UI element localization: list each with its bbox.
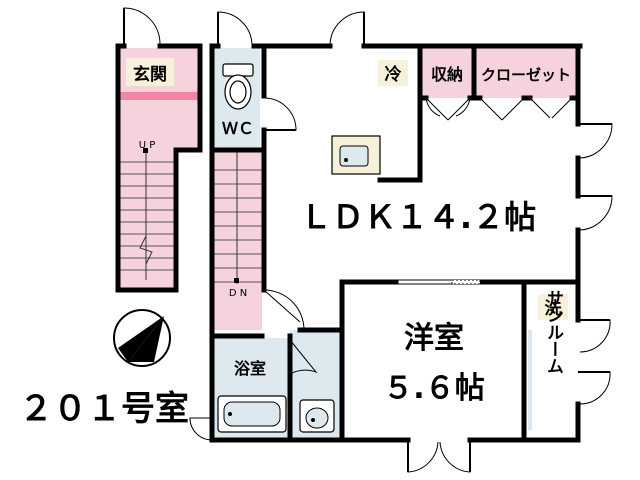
kitchen-counter bbox=[331, 135, 381, 175]
unit-name: ２０１号室 bbox=[19, 389, 189, 429]
storage-label: 収納 bbox=[431, 65, 463, 84]
fridge-label: 冷 bbox=[385, 64, 402, 85]
stair-down-label: D N bbox=[229, 288, 247, 299]
western-room-name: 洋室 bbox=[404, 321, 464, 356]
ldk-label: ＬＤＫ１４.２帖 bbox=[300, 198, 536, 236]
washer-label: 洗 bbox=[545, 298, 562, 319]
wash-basin bbox=[299, 399, 335, 433]
closet-floor bbox=[474, 48, 578, 98]
closet-label: クローゼット bbox=[481, 66, 571, 84]
stair-up-label: U P bbox=[139, 140, 156, 151]
toilet-fixture bbox=[222, 63, 254, 110]
sunroom-label: サンルーム bbox=[543, 290, 564, 375]
western-room-size: ５.６帖 bbox=[383, 371, 484, 406]
compass-icon bbox=[113, 309, 171, 367]
doors bbox=[189, 11, 613, 473]
entrance-label: 玄関 bbox=[133, 64, 167, 85]
stair-hall: 玄関 U P bbox=[115, 7, 203, 293]
entrance-step bbox=[118, 92, 198, 100]
toilet-label: ＷＣ bbox=[222, 119, 254, 138]
storage-floor bbox=[422, 48, 472, 98]
bathtub bbox=[217, 395, 287, 433]
sunroom-window-strip bbox=[528, 330, 532, 430]
stair-up-floor bbox=[118, 100, 198, 150]
bath-label: 浴室 bbox=[234, 359, 266, 378]
